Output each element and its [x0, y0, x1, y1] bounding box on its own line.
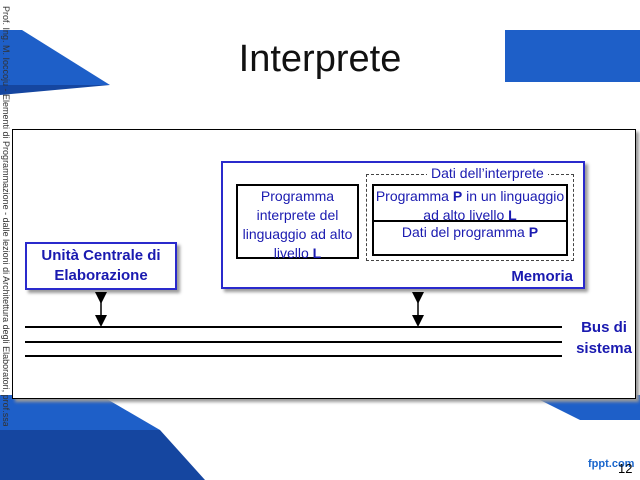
interpreter-program-line4: livello	[273, 245, 313, 261]
interpreter-program-line3: linguaggio ad alto	[242, 226, 353, 242]
interpreter-program-box: Programma interprete del linguaggio ad a…	[236, 184, 359, 261]
program-p-line2-bold: L	[508, 207, 517, 223]
program-p-line1-bold: P	[452, 188, 463, 204]
footer-logo: fppt.com	[588, 458, 635, 470]
page-number: 12	[618, 461, 633, 476]
program-p-line1: Programma	[375, 188, 453, 204]
program-p-text: Programma P in un linguaggio ad alto liv…	[374, 186, 566, 225]
interpreter-program-text: Programma interprete del linguaggio ad a…	[238, 186, 357, 263]
program-p-line1-rest: in un linguaggio	[462, 188, 565, 204]
top-left-dark-shape	[0, 85, 110, 95]
top-right-blue-shape	[505, 30, 640, 82]
top-left-blue-shape	[0, 30, 110, 85]
bottom-left-dark-tip	[160, 430, 205, 480]
program-p-line2: ad alto livello	[423, 207, 509, 223]
bus-label: Bus di sistema	[568, 317, 640, 359]
bottom-left-dark-shape	[0, 430, 160, 480]
program-data-bold: P	[528, 224, 539, 240]
bus-label-line1: Bus di	[581, 319, 627, 336]
slide-title: Interprete	[238, 38, 402, 80]
cpu-label: Unità Centrale di Elaborazione	[41, 247, 161, 284]
bus-label-line2: sistema	[576, 340, 632, 357]
interpreter-program-line1: Programma	[260, 188, 335, 204]
program-p-box: Programma P in un linguaggio ad alto liv…	[372, 184, 568, 225]
program-data-box: Dati del programma P	[372, 220, 568, 256]
program-data-label: Dati del programma	[401, 224, 529, 240]
interpreter-program-line2: interprete del	[256, 207, 339, 223]
cpu-box: Unità Centrale di Elaborazione	[25, 242, 177, 290]
memory-label: Memoria	[511, 268, 573, 285]
interpreter-program-line4-bold: L	[312, 245, 322, 261]
program-data-text: Dati del programma P	[374, 222, 566, 242]
bottom-right-blue-shape	[530, 395, 640, 420]
interpreter-data-label: Dati dell’interprete	[427, 165, 548, 181]
